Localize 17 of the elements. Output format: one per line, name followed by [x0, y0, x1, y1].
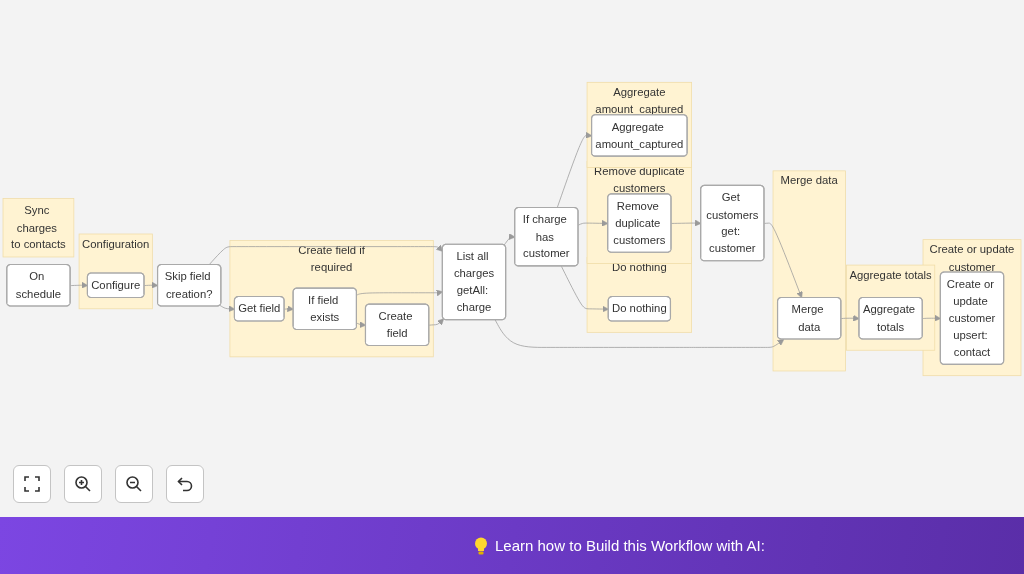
sticky-note: Sync charges to contacts: [2, 198, 75, 258]
workflow-step: Create field: [364, 303, 430, 347]
workflow-step: Create or update customer upsert: contact: [939, 271, 1005, 365]
workflow-step: If charge has customer: [514, 206, 579, 267]
workflow-step: Do nothing: [607, 296, 671, 322]
workflow-step: Merge data: [777, 296, 842, 340]
workflow-step: Configure: [86, 272, 145, 299]
banner-text: Learn how to Build this Workflow with AI:: [495, 537, 765, 555]
workflow-step: Remove duplicate customers: [607, 193, 672, 253]
workflow-step: Skip field creation?: [157, 263, 222, 307]
workflow-step: Aggregate totals: [858, 296, 923, 340]
workflow-step: List all charges getAll: charge: [441, 243, 507, 321]
workflow-step: Get field: [233, 296, 285, 322]
workflow-step: Aggregate amount_captured: [591, 114, 688, 157]
workflow-step: Get customers get: customer: [700, 184, 765, 262]
workflow-step: On schedule: [6, 263, 71, 307]
workflow-step: If field exists: [292, 287, 357, 331]
